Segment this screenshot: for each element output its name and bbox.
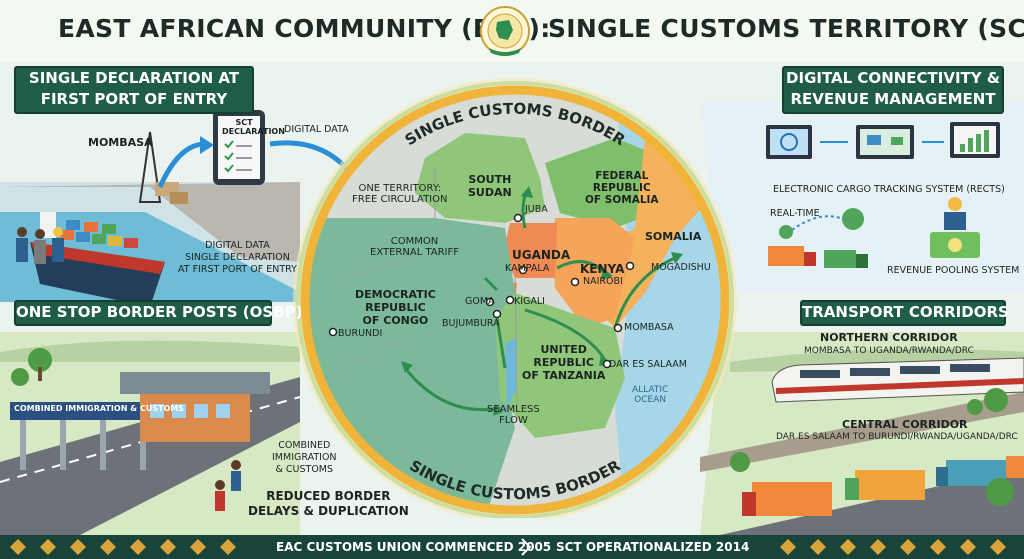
city-kampala: KAMPALA bbox=[505, 263, 550, 274]
country-uganda: UGANDA bbox=[512, 248, 571, 262]
label-one-territory: ONE TERRITORY:FREE CIRCULATION bbox=[352, 183, 448, 205]
train bbox=[771, 357, 1024, 403]
footer-bar: EAC CUSTOMS UNION COMMENCED 2005 SCT OPE… bbox=[0, 535, 1024, 559]
pattern-decoration bbox=[10, 538, 1006, 556]
label-northern-corridor: NORTHERN CORRIDOR bbox=[820, 331, 958, 344]
city-burundi: BURUNDI bbox=[338, 328, 383, 339]
tablet-title: SCT DECLARATION bbox=[222, 118, 285, 136]
label-digital-data-top: DIGITAL DATA bbox=[284, 124, 349, 135]
label-revenue-pooling: REVENUE POOLING SYSTEM bbox=[887, 265, 1020, 276]
footer-left-text: EAC CUSTOMS UNION COMMENCED 2005 bbox=[276, 540, 552, 554]
city-dar-es-salaam: DAR ES SALAAM bbox=[609, 359, 687, 370]
ethiopia-somalia-north bbox=[545, 138, 665, 228]
scene-background bbox=[0, 102, 1024, 535]
country-somalia: SOMALIA bbox=[645, 230, 702, 243]
kenya-region bbox=[553, 218, 635, 328]
eac-map: SINGLE CUSTOMS BORDER SINGLE CUSTOMS BOR… bbox=[293, 78, 737, 518]
uganda-region bbox=[503, 223, 557, 278]
eac-seal-icon bbox=[480, 6, 530, 56]
label-central-corridor: CENTRAL CORRIDOR bbox=[842, 418, 968, 431]
city-bujumbura: BUJUMBURA bbox=[442, 318, 500, 329]
banner-osbp: ONE STOP BORDER POSTS (OSBP) bbox=[14, 300, 302, 326]
country-kenya: KENYA bbox=[580, 262, 625, 276]
label-northern-sub: MOMBASA TO UGANDA/RWANDA/DRC bbox=[804, 346, 974, 356]
label-realtime: REAL-TIME bbox=[770, 208, 820, 219]
city-nairobi: NAIROBI bbox=[583, 276, 623, 287]
label-mombasa-port: MOMBASA bbox=[88, 136, 153, 149]
banner-transport-corridors: TRANSPORT CORRIDORS bbox=[800, 300, 1009, 326]
city-juba: JUBA bbox=[525, 204, 548, 215]
label-central-sub: DAR ES SALAAM TO BURUNDI/RWANDA/UGANDA/D… bbox=[776, 432, 1018, 442]
footer-right-text: SCT OPERATIONALIZED 2014 bbox=[556, 540, 750, 554]
building-sign: COMBINED IMMIGRATION & CUSTOMS bbox=[14, 404, 185, 413]
city-mombasa: MOMBASA bbox=[624, 322, 674, 333]
city-kigali: KIGALI bbox=[514, 296, 545, 307]
city-mogadishu: MOGADISHU bbox=[651, 262, 711, 273]
tanzania-region bbox=[495, 293, 625, 438]
label-rects: ELECTRONIC CARGO TRACKING SYSTEM (RECTS) bbox=[773, 184, 1005, 195]
banner-digital-connectivity: DIGITAL CONNECTIVITY &REVENUE MANAGEMENT bbox=[782, 66, 1004, 114]
south-sudan-region bbox=[415, 133, 545, 223]
city-goma: GOMA bbox=[465, 296, 495, 307]
page-title-left: EAST AFRICAN COMMUNITY (EAC): bbox=[58, 14, 551, 43]
page-title-right: SINGLE CUSTOMS TERRITORY (SCT) bbox=[548, 14, 1024, 43]
